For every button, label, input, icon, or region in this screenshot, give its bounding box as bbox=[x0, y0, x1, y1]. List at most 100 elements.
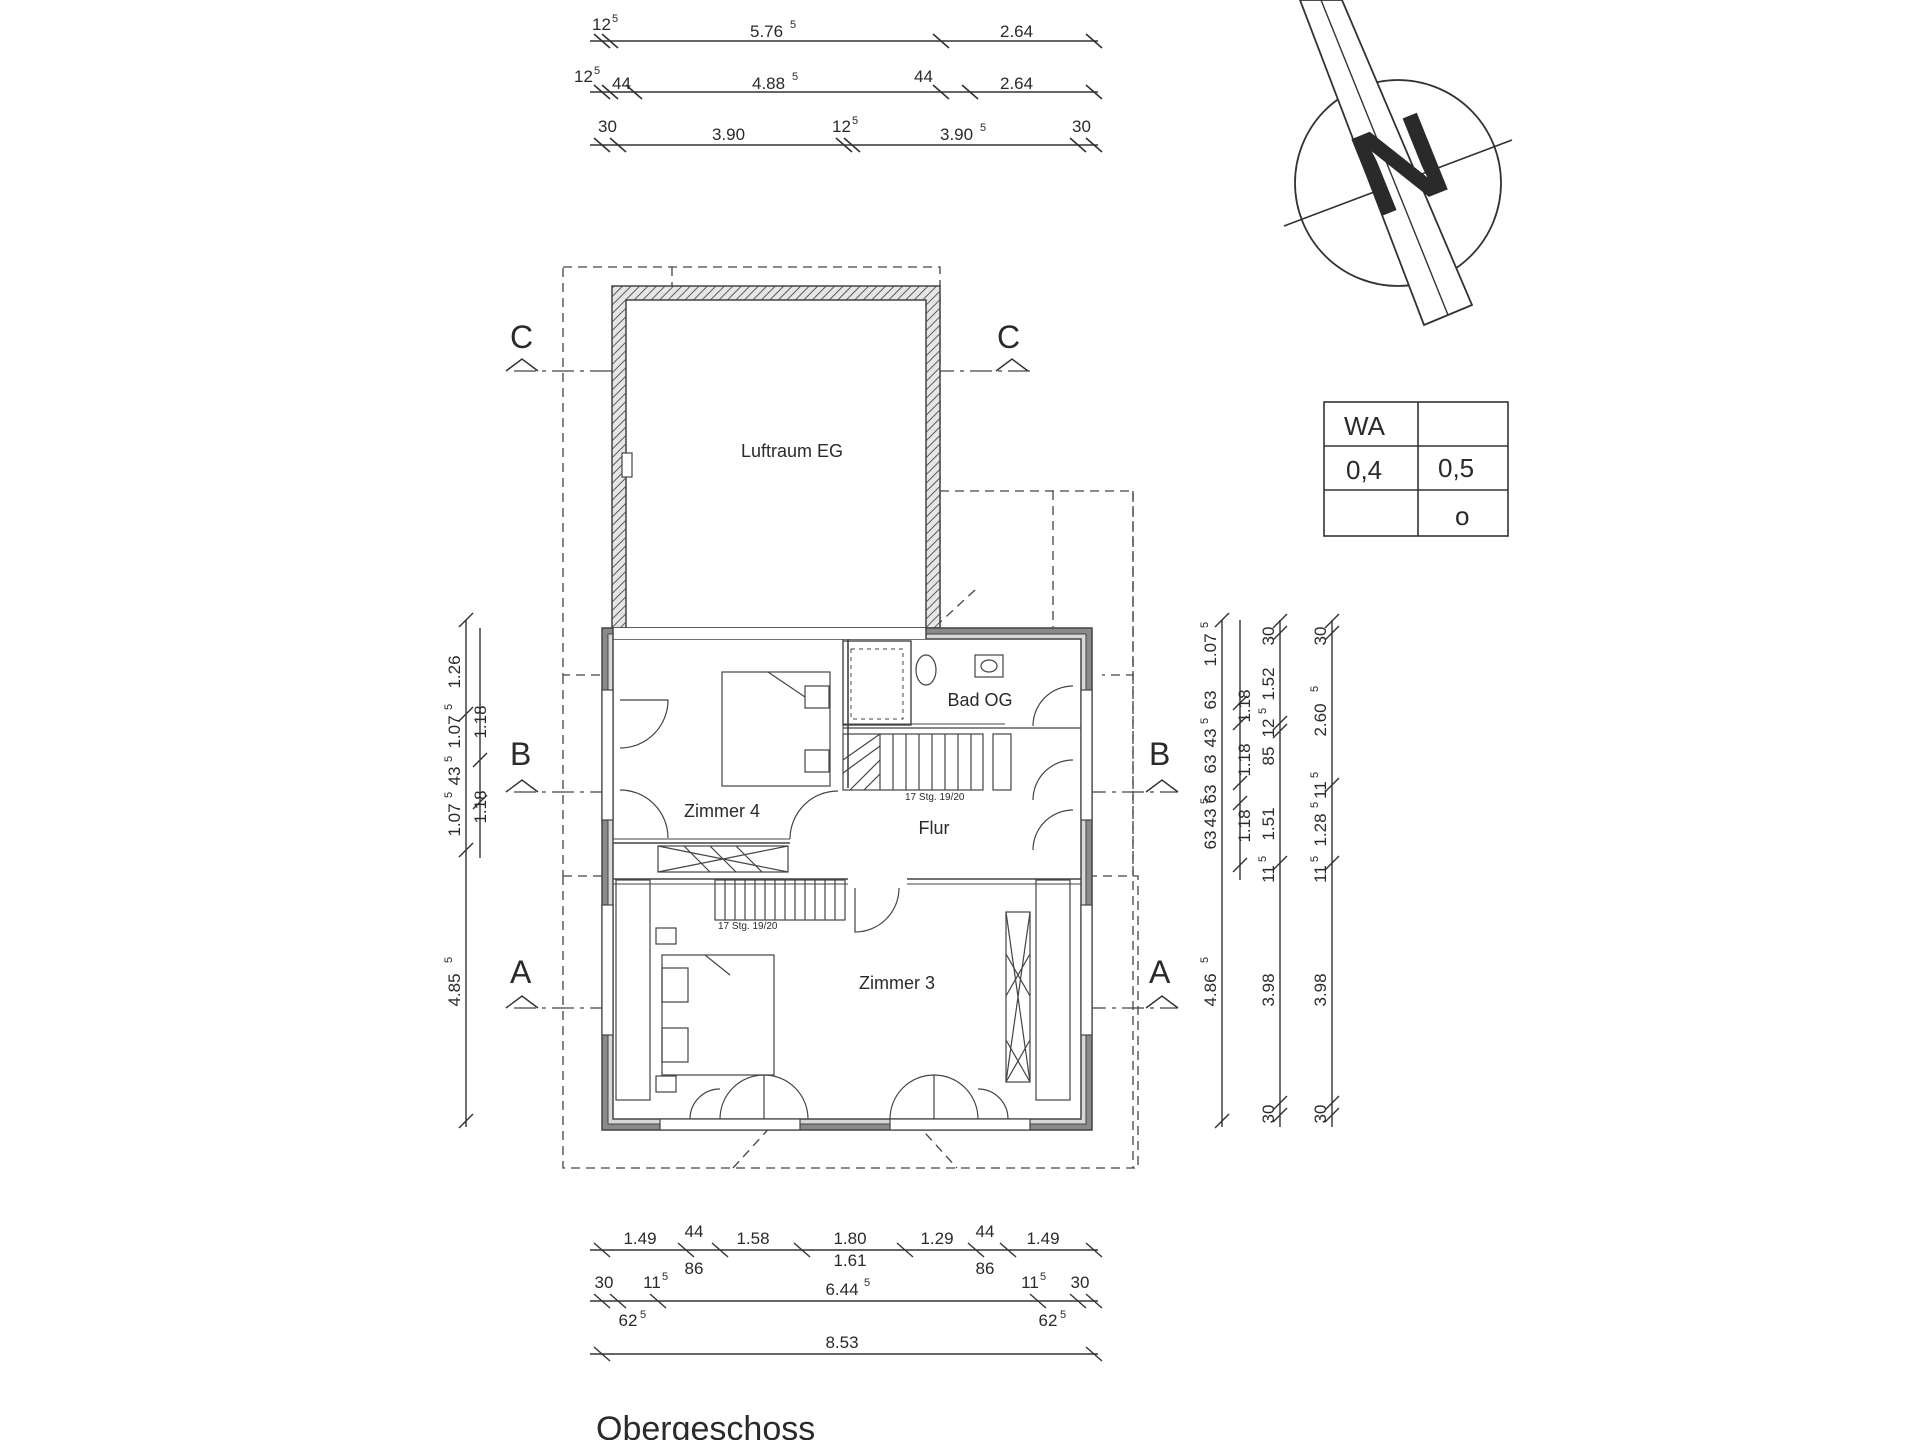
section-b-right: B bbox=[1149, 736, 1170, 772]
dim-right-c4-b: 2.60 bbox=[1311, 703, 1330, 736]
dim-right-c1-h-sup: 5 bbox=[1199, 957, 1211, 963]
dim-right-c4-a: 30 bbox=[1311, 627, 1330, 646]
stairs bbox=[714, 733, 1012, 921]
dim-right-c3-a: 30 bbox=[1259, 627, 1278, 646]
room-flur-label: Flur bbox=[919, 818, 950, 838]
section-a-left: A bbox=[510, 954, 532, 990]
dim-right-c3-g: 3.98 bbox=[1259, 973, 1278, 1006]
dim-bottom-r1-2: 1.58 bbox=[736, 1229, 769, 1248]
dim-top-r3-e: 30 bbox=[1072, 117, 1091, 136]
dim-bottom-r3: 8.53 bbox=[825, 1333, 858, 1352]
room-luftraum-label: Luftraum EG bbox=[741, 441, 843, 461]
dim-bottom-r1-sub-0: 86 bbox=[685, 1259, 704, 1278]
dim-bottom-r2-c: 6.44 bbox=[825, 1280, 858, 1299]
dim-bottom-r2-e: 30 bbox=[1071, 1273, 1090, 1292]
dim-bottom-r2-d-sup: 5 bbox=[1040, 1271, 1046, 1283]
dim-top-r2-b: 44 bbox=[612, 74, 631, 93]
dim-right-c4-c: 11 bbox=[1311, 781, 1330, 799]
dim-right-c1-f: 43 bbox=[1201, 809, 1220, 828]
dim-top-r1-b-sup: 5 bbox=[790, 19, 796, 31]
dim-top-r1-a: 12 bbox=[592, 15, 611, 34]
drawing-title: Obergeschoss bbox=[596, 1410, 815, 1440]
room-zimmer3-label: Zimmer 3 bbox=[859, 973, 935, 993]
dim-right-c3-f-sup: 5 bbox=[1257, 856, 1269, 862]
dim-left-d: 4.85 bbox=[445, 973, 464, 1006]
dim-bottom-r2-sub-a-sup: 5 bbox=[640, 1309, 646, 1321]
dim-left-inner-a: 1.07 bbox=[445, 715, 464, 748]
dim-top-r3-d-sup: 5 bbox=[980, 122, 986, 134]
dim-bottom-r2-d: 11 bbox=[1021, 1273, 1039, 1292]
section-c-left: C bbox=[510, 319, 533, 355]
dim-right-c2-b: 1.18 bbox=[1235, 743, 1254, 776]
dim-right-c3-f: 11 bbox=[1259, 865, 1278, 883]
dim-right-c4-d: 1.28 bbox=[1311, 813, 1330, 846]
dim-top-r1-b: 5.76 bbox=[750, 22, 783, 41]
doors bbox=[619, 685, 1074, 1120]
dim-right-c4-c-sup: 5 bbox=[1309, 772, 1321, 778]
top-dimension-labels: 12 5 5.76 5 2.64 12 5 44 4.88 5 44 2.64 … bbox=[574, 13, 1091, 144]
bottom-dimension-labels: 1.49 44 1.58 1.80 1.29 44 1.49 86 1.61 8… bbox=[595, 1222, 1090, 1352]
dim-top-r2-c-sup: 5 bbox=[792, 71, 798, 83]
dim-top-r1-c: 2.64 bbox=[1000, 22, 1033, 41]
dim-top-r2-c: 4.88 bbox=[752, 74, 785, 93]
dim-right-c3-e: 1.51 bbox=[1259, 807, 1278, 840]
section-labels: C C B B A A bbox=[510, 319, 1171, 990]
right-dimension-labels: 1.07 5 63 43 5 63 63 43 5 63 4.86 5 1.18… bbox=[1199, 622, 1330, 1124]
dim-top-r3-c-sup: 5 bbox=[852, 115, 858, 127]
dim-right-c4-d-sup: 5 bbox=[1309, 802, 1321, 808]
room-zimmer4-label: Zimmer 4 bbox=[684, 801, 760, 821]
zoning-table bbox=[1323, 401, 1509, 537]
dim-top-r2-d: 44 bbox=[914, 67, 933, 86]
dim-bottom-r2-sub-b: 62 bbox=[1039, 1311, 1058, 1330]
dim-right-c1-e: 63 bbox=[1201, 785, 1220, 804]
dim-right-c1-a-sup: 5 bbox=[1199, 622, 1211, 628]
compass-rose: N bbox=[1283, 0, 1513, 327]
left-dimension-lines bbox=[458, 612, 488, 1129]
dim-bottom-r2-b: 11 bbox=[643, 1273, 661, 1292]
grz-value: 0,4 bbox=[1346, 455, 1382, 485]
building-mode: o bbox=[1455, 501, 1469, 531]
dim-right-c1-c: 43 bbox=[1201, 729, 1220, 748]
dim-left-inner-c-sup: 5 bbox=[443, 792, 455, 798]
dim-right-c1-g: 63 bbox=[1201, 831, 1220, 850]
dim-top-r3-a: 30 bbox=[598, 117, 617, 136]
dim-top-r1-a-sup: 5 bbox=[612, 13, 618, 25]
dim-top-r3-c: 12 bbox=[832, 117, 851, 136]
left-dimension-labels: 1.26 1.18 1.18 4.85 5 1.07 5 43 5 1.07 5 bbox=[443, 655, 490, 1006]
section-b-left: B bbox=[510, 736, 531, 772]
dim-left-d-sup: 5 bbox=[443, 957, 455, 963]
dim-top-r2-a-sup: 5 bbox=[594, 65, 600, 77]
dim-left-inner-a-sup: 5 bbox=[443, 704, 455, 710]
zone-label: WA bbox=[1344, 411, 1386, 441]
dim-top-r2-e: 2.64 bbox=[1000, 74, 1033, 93]
dim-left-inner-b: 43 bbox=[445, 767, 464, 786]
dim-right-c4-b-sup: 5 bbox=[1309, 686, 1321, 692]
dim-left-c: 1.18 bbox=[471, 790, 490, 823]
furniture bbox=[615, 654, 1071, 1101]
stair-note-lower: 17 Stg. 19/20 bbox=[718, 921, 778, 932]
dim-bottom-r1-0: 1.49 bbox=[623, 1229, 656, 1248]
dim-bottom-r1-4: 1.29 bbox=[920, 1229, 953, 1248]
dim-right-c4-f: 3.98 bbox=[1311, 973, 1330, 1006]
dim-top-r3-b: 3.90 bbox=[712, 125, 745, 144]
dim-right-c3-d: 85 bbox=[1259, 747, 1278, 766]
dim-right-c1-f-sup: 5 bbox=[1199, 798, 1211, 804]
windows bbox=[601, 689, 1093, 1131]
dim-top-r2-a: 12 bbox=[574, 67, 593, 86]
dim-right-c4-e-sup: 5 bbox=[1309, 856, 1321, 862]
walls bbox=[601, 285, 1093, 1131]
dim-right-c2-c: 1.18 bbox=[1235, 809, 1254, 842]
dim-left-b: 1.18 bbox=[471, 705, 490, 738]
dim-right-c1-a: 1.07 bbox=[1201, 633, 1220, 666]
top-dimension-chains bbox=[590, 33, 1103, 153]
dim-bottom-r1-1: 44 bbox=[685, 1222, 704, 1241]
dim-top-r3-d: 3.90 bbox=[940, 125, 973, 144]
dim-left-inner-c: 1.07 bbox=[445, 803, 464, 836]
stair-notes: 17 Stg. 19/20 17 Stg. 19/20 bbox=[718, 792, 965, 932]
dim-bottom-r2-a: 30 bbox=[595, 1273, 614, 1292]
section-c-right: C bbox=[997, 319, 1020, 355]
dim-right-c1-b: 63 bbox=[1201, 691, 1220, 710]
dim-right-c2-a: 1.18 bbox=[1235, 689, 1254, 722]
dim-bottom-r1-6: 1.49 bbox=[1026, 1229, 1059, 1248]
